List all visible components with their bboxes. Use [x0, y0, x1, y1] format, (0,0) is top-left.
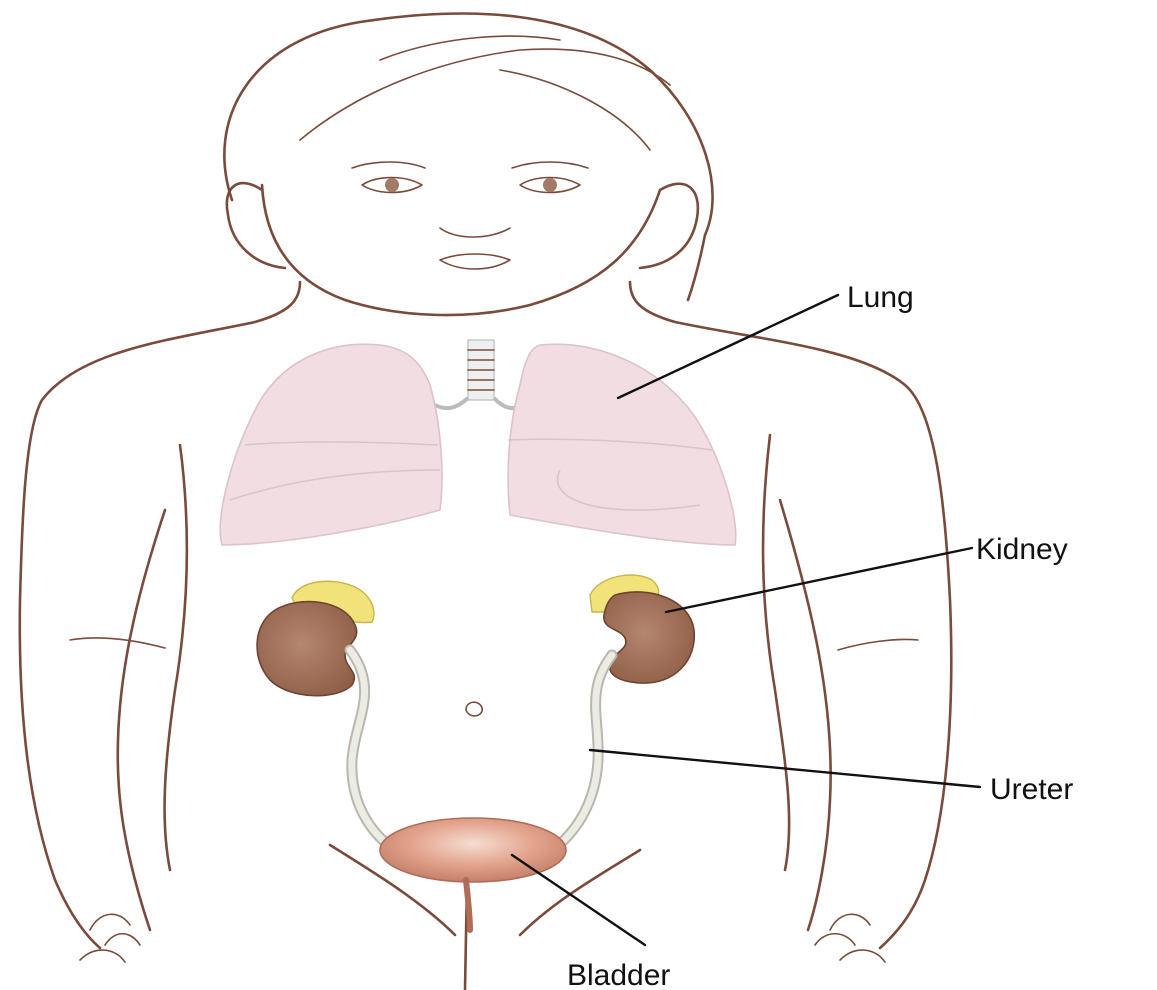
- left-shoulder: [20, 282, 300, 948]
- right-hand: [815, 914, 885, 962]
- mouth: [440, 254, 510, 269]
- right-eyebrow: [512, 162, 588, 168]
- lungs: [220, 340, 735, 545]
- hair-strand-2: [380, 36, 560, 60]
- right-elbow-crease: [838, 639, 918, 650]
- kidneys: [257, 575, 694, 696]
- lung-label: Lung: [847, 281, 914, 314]
- kidney-label: Kidney: [976, 533, 1068, 566]
- hair-strand: [300, 49, 670, 140]
- left-arm-inner: [118, 510, 165, 930]
- right-lung: [508, 344, 736, 545]
- right-arm-inner: [780, 500, 831, 930]
- hair-strand-3: [500, 70, 650, 150]
- left-elbow-crease: [70, 638, 165, 648]
- trachea: [435, 340, 525, 408]
- left-eyebrow: [352, 162, 425, 168]
- right-eye: [520, 178, 580, 193]
- left-eye: [362, 178, 422, 193]
- nose: [440, 228, 510, 237]
- bladder-label: Bladder: [567, 959, 670, 990]
- right-ear: [640, 184, 698, 268]
- kidney-leader-line: [666, 548, 972, 612]
- left-ear: [227, 183, 285, 268]
- right-torso-edge: [763, 435, 789, 870]
- hair-outline: [224, 14, 712, 300]
- ureter-label: Ureter: [990, 773, 1073, 806]
- bladder-leader-line: [512, 855, 645, 945]
- navel: [466, 702, 482, 716]
- left-torso-edge: [165, 445, 187, 870]
- face-outline: [262, 185, 660, 315]
- right-kidney: [604, 592, 694, 683]
- left-kidney: [257, 602, 357, 696]
